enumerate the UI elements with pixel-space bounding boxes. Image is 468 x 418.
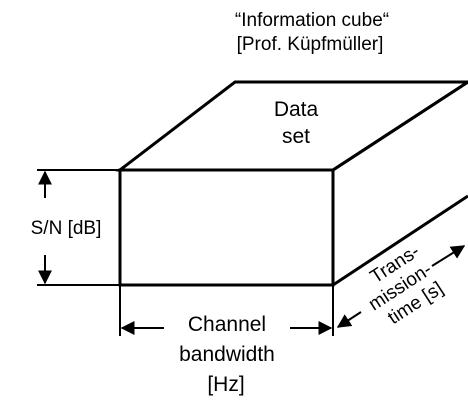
data-set-label-line-1: Data [274, 98, 319, 121]
cube-top-face [115, 80, 468, 172]
bandwidth-label-line-2: bandwidth [179, 343, 275, 366]
bandwidth-extension-lines [119, 285, 334, 336]
snr-extension-lines [37, 169, 120, 286]
time-arrows [336, 245, 466, 328]
bandwidth-label-line-3: [Hz] [207, 373, 244, 396]
cube-right-bottom-edge [332, 194, 468, 287]
title-line-2: [Prof. Küpfmüller] [237, 34, 384, 55]
cube-front-face [118, 168, 335, 287]
time-arrow-forward [431, 245, 466, 267]
cube-right-top-edge [332, 80, 468, 172]
time-arrow-back [336, 311, 362, 328]
snr-axis-label: S/N [dB] [31, 218, 102, 239]
bandwidth-label-line-1: Channel [188, 313, 266, 336]
cube [115, 80, 468, 287]
time-axis-label: Trans- mission- time [s] [365, 241, 447, 329]
data-set-label-line-2: set [282, 125, 310, 148]
title-line-1: “Information cube“ [235, 10, 389, 31]
